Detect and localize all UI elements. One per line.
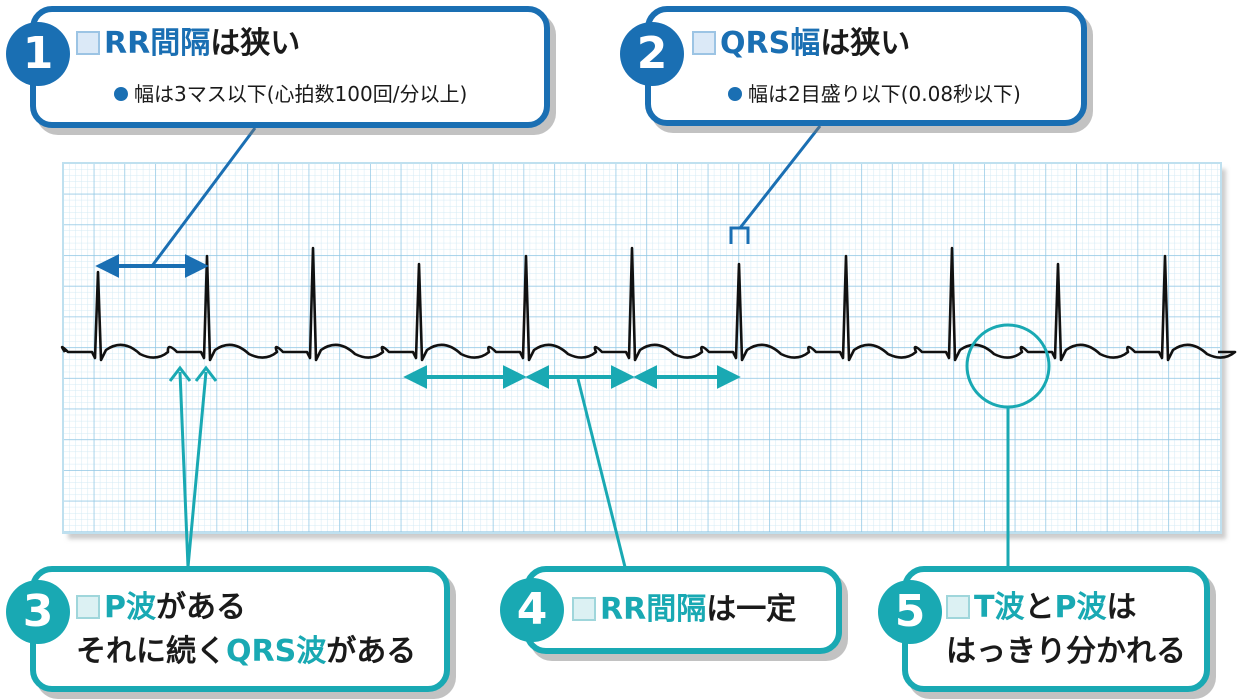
- callout-5-line2: はっきり分かれる: [946, 634, 1186, 669]
- badge-4: 4: [500, 578, 564, 642]
- ecg-trace: [60, 246, 1237, 362]
- callout-2-title: QRS幅は狭い: [692, 26, 910, 62]
- bullet-dot-icon: [114, 87, 128, 101]
- callout-3-line2: それに続くQRS波がある: [76, 634, 417, 669]
- leader-line-1: [150, 127, 257, 267]
- leader-line-3b: [186, 371, 208, 568]
- callout-qrs-narrow: [645, 6, 1087, 126]
- callout-1-title: RR間隔は狭い: [76, 26, 300, 62]
- checkbox-icon: [76, 595, 100, 619]
- badge-5: 5: [878, 580, 942, 644]
- callout-4-title: RR間隔は一定: [572, 592, 796, 628]
- p-wave-marker-1: [168, 365, 192, 382]
- leader-line-2: [738, 125, 822, 229]
- leader-line-3a: [178, 371, 190, 568]
- leader-line-4: [576, 378, 627, 568]
- callout-tp-separate: [902, 566, 1210, 692]
- checkbox-icon: [692, 31, 716, 55]
- callout-5-line1: T波とP波は: [946, 590, 1136, 626]
- checkbox-icon: [572, 597, 596, 621]
- checkbox-icon: [946, 595, 970, 619]
- checkbox-icon: [76, 31, 100, 55]
- callout-rr-narrow: [30, 6, 550, 128]
- callout-2-sub: 幅は2目盛り以下(0.08秒以下): [728, 78, 1021, 107]
- badge-1: 1: [6, 22, 70, 86]
- bullet-dot-icon: [728, 87, 742, 101]
- callout-1-sub: 幅は3マス以下(心拍数100回/分以上): [114, 78, 467, 107]
- badge-2: 2: [620, 22, 684, 86]
- p-wave-marker-2: [194, 365, 218, 382]
- qrs-width-bracket: [729, 226, 750, 244]
- callout-p-wave: [30, 566, 450, 692]
- callout-3-line1: P波がある: [76, 590, 246, 626]
- badge-3: 3: [6, 580, 70, 644]
